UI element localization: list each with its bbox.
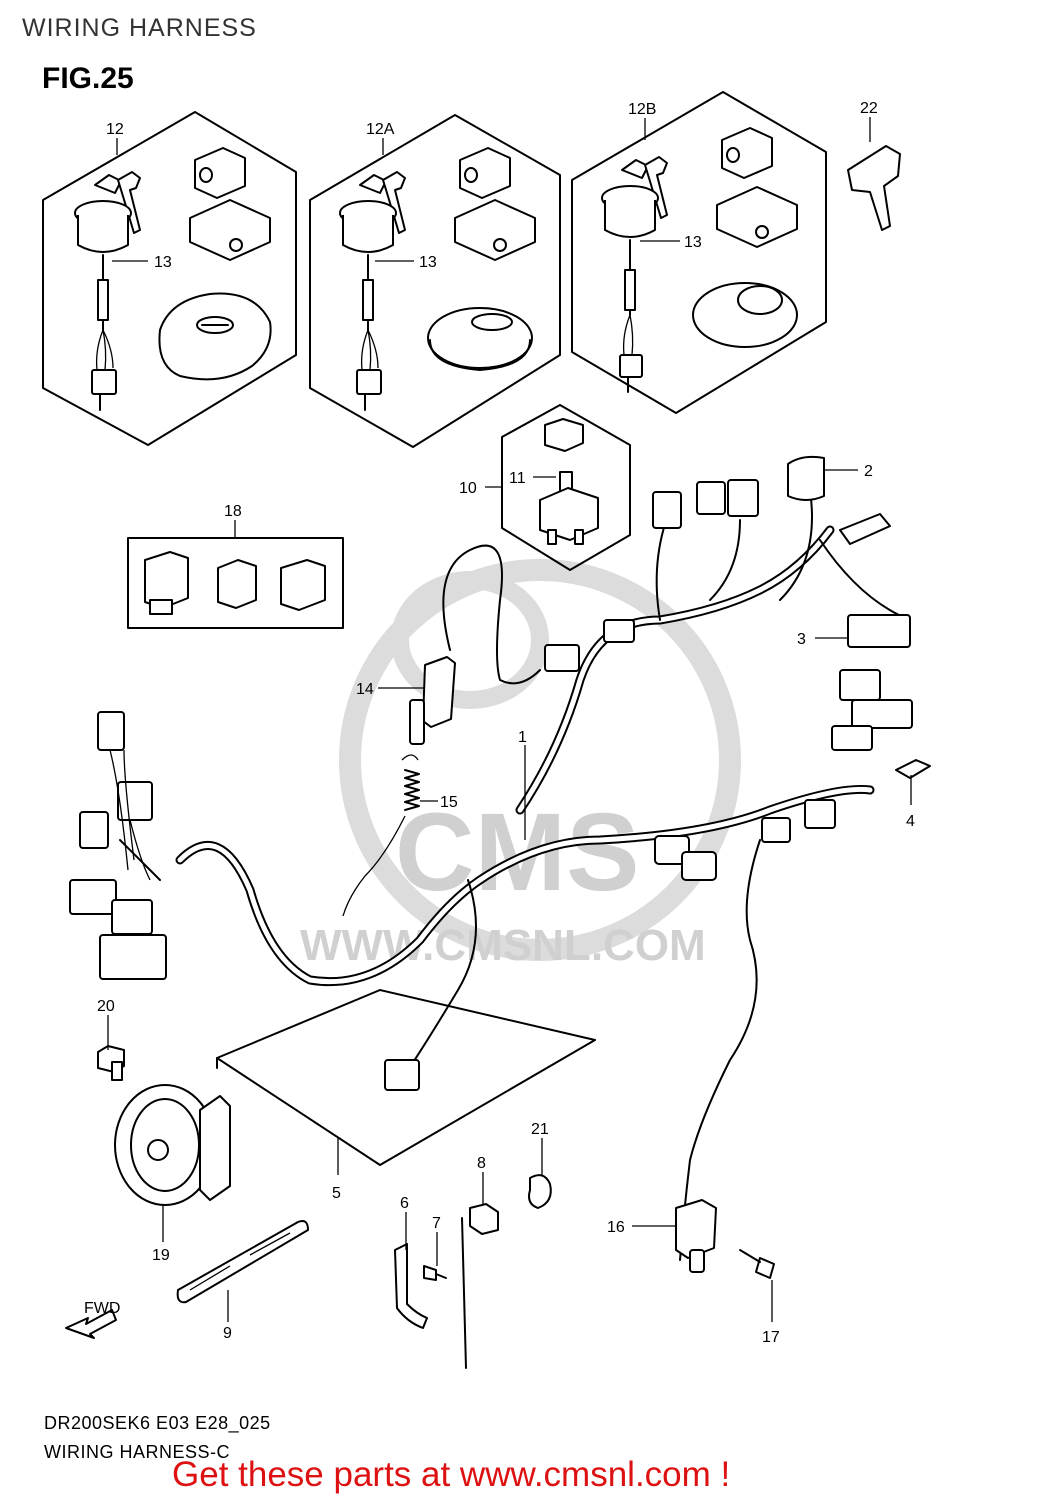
bolt-17 [739, 1249, 775, 1279]
screw-7 [423, 1265, 447, 1281]
page-title: WIRING HARNESS [22, 14, 257, 42]
fuse-4 [895, 759, 931, 779]
callout-5: 5 [332, 1185, 341, 1202]
callout-14: 14 [356, 681, 374, 698]
callout-15: 15 [440, 794, 458, 811]
diagram-code: DR200SEK6 E03 E28_025 [44, 1413, 271, 1433]
callout-11: 11 [509, 470, 526, 487]
callout-17: 17 [762, 1329, 780, 1346]
ignition-set-12B-box [571, 91, 827, 414]
callout-10: 10 [459, 480, 477, 497]
relay-set-18 [127, 537, 344, 629]
callout-20: 20 [97, 998, 115, 1015]
callout-21: 21 [531, 1121, 549, 1138]
callout-16: 16 [607, 1219, 625, 1236]
callout-7: 7 [432, 1215, 441, 1232]
callout-8: 8 [477, 1155, 486, 1172]
wiring-harness-1 [69, 455, 913, 1261]
callout-22: 22 [860, 100, 878, 117]
leader-lines [107, 117, 912, 1322]
callout-4: 4 [906, 813, 915, 830]
callout-13-c: 13 [684, 234, 702, 251]
callout-12B: 12B [628, 101, 656, 118]
callout-9: 9 [223, 1325, 232, 1342]
callout-labels: 12 12A 12B 22 13 13 13 18 10 11 2 3 14 1… [97, 100, 915, 1346]
cable-tie-9 [176, 1220, 309, 1304]
callout-1: 1 [518, 729, 527, 746]
watermark-url: WWW.CMSNL.COM [300, 921, 706, 970]
fwd-label: FWD [84, 1300, 120, 1317]
callout-12: 12 [106, 121, 124, 138]
diagram-subtitle: WIRING HARNESS-C [44, 1442, 231, 1462]
bracket-6 [394, 1243, 428, 1329]
clip-21 [528, 1174, 552, 1209]
callout-12A: 12A [366, 121, 395, 138]
cover-sheet-5 [216, 989, 596, 1166]
brake-switch-14 [409, 544, 541, 745]
clamp-8 [461, 1203, 499, 1369]
figure-label: FIG.25 [42, 62, 134, 95]
key-22 [847, 145, 901, 231]
callout-18: 18 [224, 503, 242, 520]
watermark: CMS WWW.CMSNL.COM [300, 559, 741, 970]
spring-15 [342, 754, 420, 917]
bolt-20 [97, 1045, 125, 1081]
callout-13-b: 13 [419, 254, 437, 271]
callout-19: 19 [152, 1247, 170, 1264]
horn-19 [114, 1084, 231, 1206]
callout-13-a: 13 [154, 254, 172, 271]
starter-relay-10 [501, 404, 631, 571]
sensor-16 [675, 1199, 717, 1273]
callout-6: 6 [400, 1195, 409, 1212]
callout-3: 3 [797, 631, 806, 648]
fwd-arrow: FWD [65, 1300, 120, 1339]
promo-link[interactable]: Get these parts at www.cmsnl.com ! [172, 1455, 731, 1494]
callout-2: 2 [864, 463, 873, 480]
ignition-set-12A-box [309, 114, 561, 448]
ignition-set-12-box [42, 111, 297, 446]
